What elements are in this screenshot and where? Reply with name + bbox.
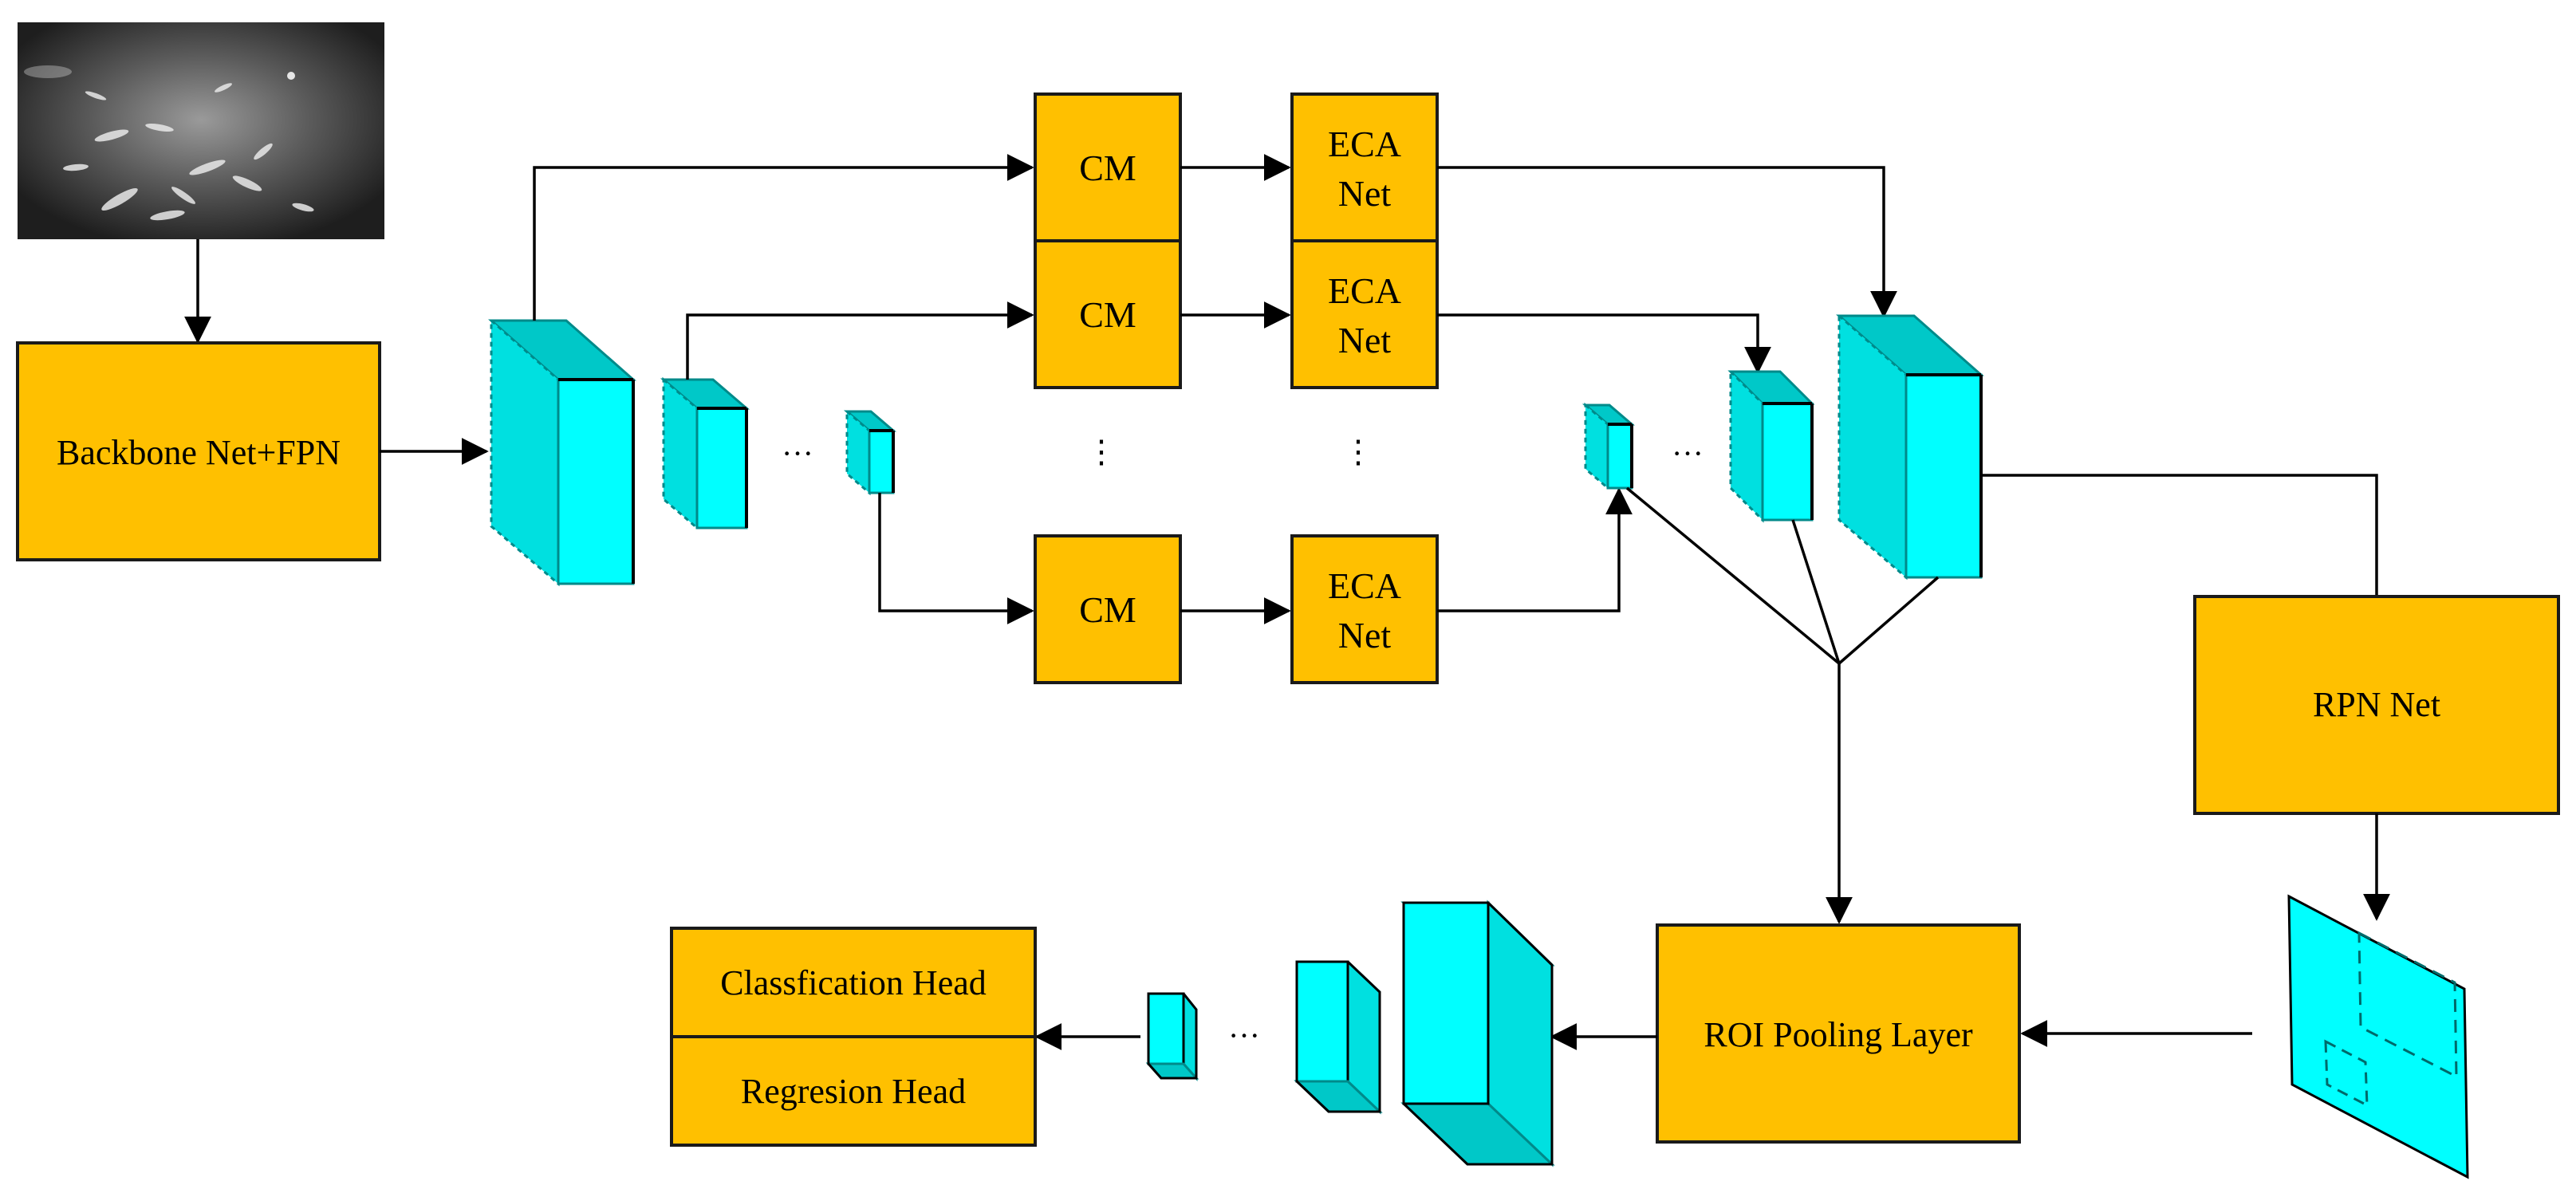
- feature-map-small-right: [1581, 402, 1636, 491]
- feature-map-small-left: [843, 408, 897, 496]
- arrow-eca1-to-feature-large-right: [1437, 166, 1897, 318]
- eca-label-2-line1: ECA: [1328, 270, 1401, 311]
- backbone-box: Backbone Net+FPN: [16, 341, 381, 561]
- line-feature-to-rpn: [1981, 474, 2378, 595]
- merge-line-medium: [1791, 519, 1841, 664]
- eca-label-1-line1: ECA: [1328, 124, 1401, 164]
- arrow-eca2-to-feature-medium-right: [1437, 313, 1771, 374]
- feature-map-medium-right: [1727, 368, 1815, 523]
- arrow-feature2-to-cm2: [686, 301, 1034, 380]
- cm-box-3: CM: [1034, 534, 1182, 684]
- arrow-feature3-to-cm3: [878, 493, 1034, 624]
- rpn-label: RPN Net: [2313, 685, 2440, 724]
- input-image: [18, 22, 384, 239]
- arrow-feature1-to-cm1: [533, 154, 1034, 321]
- cm-box-1: CM: [1034, 93, 1182, 242]
- eca-vertical-ellipsis: ⋮: [1342, 434, 1374, 470]
- bottom-features-ellipsis: ···: [1228, 1018, 1260, 1053]
- backbone-label: Backbone Net+FPN: [57, 433, 341, 472]
- region-proposal-map-icon: [2287, 894, 2469, 1179]
- eca-label-3-line2: Net: [1338, 615, 1392, 656]
- regression-head-label: Regresion Head: [741, 1072, 966, 1111]
- rpn-box: RPN Net: [2193, 595, 2560, 815]
- roi-pooling-box: ROI Pooling Layer: [1656, 923, 2021, 1144]
- cm-vertical-ellipsis: ⋮: [1085, 434, 1117, 470]
- feature-map-small-bottom: [1145, 992, 1199, 1081]
- classification-head-box: Classfication Head: [670, 927, 1037, 1038]
- classification-head-label: Classfication Head: [720, 963, 987, 1002]
- eca-label-1-line2: Net: [1338, 173, 1392, 214]
- cm-box-2: CM: [1034, 239, 1182, 389]
- eca-label-2-line2: Net: [1338, 320, 1392, 360]
- merge-line-small: [1625, 486, 1841, 665]
- feature-map-medium-bottom: [1294, 960, 1383, 1115]
- feature-map-medium-left: [660, 376, 750, 531]
- eca-box-1: ECA Net: [1290, 93, 1439, 242]
- merge-line-large: [1837, 576, 1940, 665]
- roi-label: ROI Pooling Layer: [1704, 1015, 1973, 1054]
- eca-box-2: ECA Net: [1290, 239, 1439, 389]
- cm-label-3: CM: [1079, 589, 1136, 630]
- fish-tank-photo-icon: [24, 65, 314, 221]
- right-pyramid-ellipsis: ···: [1672, 435, 1704, 471]
- left-pyramid-ellipsis: ···: [782, 435, 813, 471]
- arrow-eca3-to-feature-small-right: [1437, 487, 1633, 612]
- cm-label-2: CM: [1079, 294, 1136, 335]
- feature-map-large-bottom: [1400, 900, 1555, 1167]
- regression-head-box: Regresion Head: [670, 1035, 1037, 1147]
- cm-label-1: CM: [1079, 148, 1136, 188]
- feature-map-large-left: [488, 317, 636, 587]
- feature-map-large-right: [1836, 313, 1984, 581]
- eca-label-3-line1: ECA: [1328, 565, 1401, 606]
- eca-box-3: ECA Net: [1290, 534, 1439, 684]
